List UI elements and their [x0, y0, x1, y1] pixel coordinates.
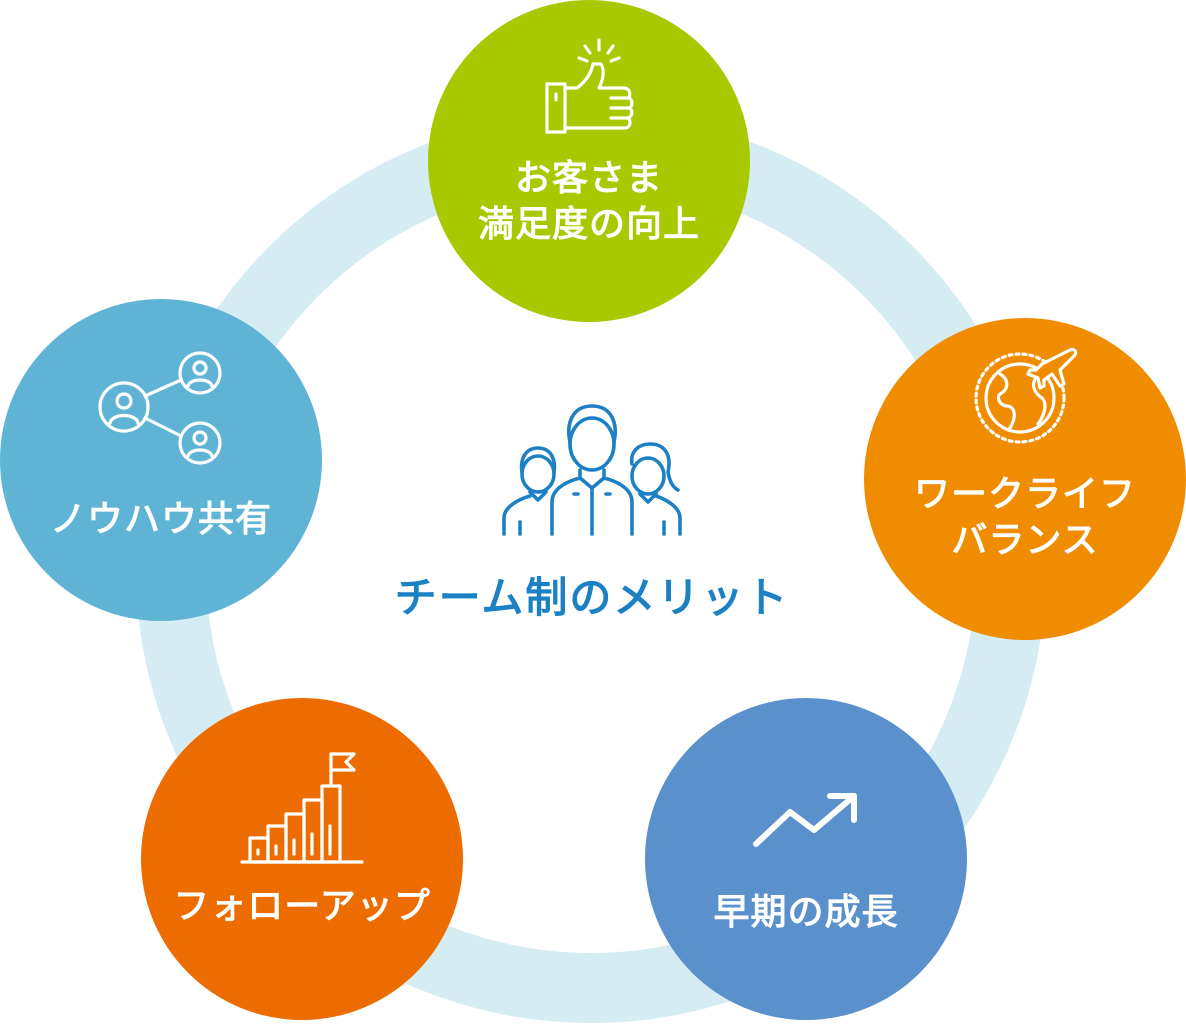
node-label: ノウハウ共有 — [50, 497, 272, 543]
node-label: ワークライフ バランス — [914, 472, 1136, 564]
node-label-line-1: フォローアップ — [173, 886, 431, 927]
node-label-line-1: 早期の成長 — [713, 892, 899, 933]
node-label: お客さま 満足度の向上 — [478, 156, 700, 248]
merit-node-work-life-balance: ワークライフ バランス — [864, 318, 1186, 640]
merit-node-knowhow-sharing: ノウハウ共有 — [0, 299, 322, 621]
team-people-icon — [502, 404, 682, 536]
node-label-line-1: ワークライフ — [913, 474, 1136, 515]
node-label: 早期の成長 — [713, 890, 898, 936]
merit-node-follow-up: フォローアップ — [141, 698, 463, 1020]
node-label-line-1: ノウハウ共有 — [49, 499, 272, 540]
bar-steps-flag-icon — [240, 752, 364, 864]
node-label-line-2: 満足度の向上 — [477, 204, 700, 245]
globe-airplane-icon — [974, 347, 1078, 444]
center-block: チーム制のメリット — [380, 398, 804, 625]
node-label-line-2: バランス — [951, 520, 1099, 561]
center-title: チーム制のメリット — [394, 573, 790, 622]
trend-arrow-icon — [753, 793, 857, 847]
thumbs-up-icon — [545, 38, 634, 134]
node-label: フォローアップ — [173, 884, 431, 930]
merit-node-early-growth: 早期の成長 — [645, 698, 967, 1020]
network-users-icon — [98, 351, 222, 465]
merit-node-customer-satisfaction: お客さま 満足度の向上 — [428, 0, 750, 322]
node-label-line-1: お客さま — [514, 158, 663, 199]
